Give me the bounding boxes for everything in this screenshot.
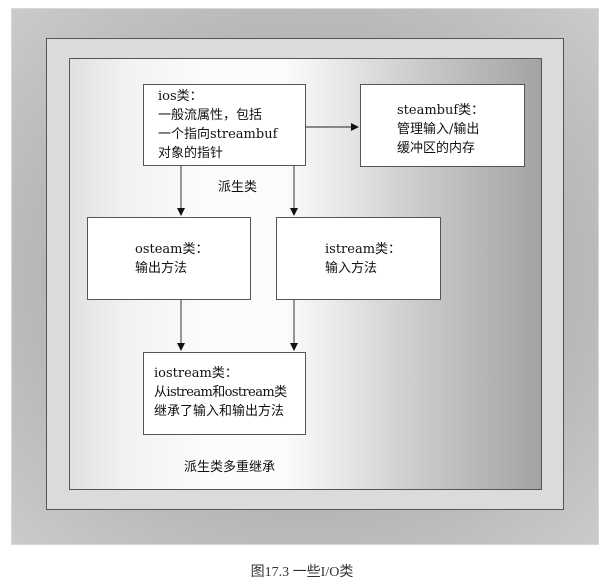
ios-box-title: ios类： (158, 89, 203, 104)
ostream-box-line: 输出方法 (135, 261, 188, 276)
ios-box-line: 一般流属性，包括 (158, 108, 263, 123)
ostream-class-box: osteam类： 输出方法 (87, 217, 251, 300)
streambuf-box-title: steambuf类： (397, 103, 485, 118)
streambuf-box-line: 管理输入/输出 (397, 122, 480, 137)
ios-class-box: ios类： 一般流属性，包括 一个指向streambuf 对象的指针 (143, 84, 306, 166)
iostream-box-line: 从istream和ostream类 (154, 385, 287, 400)
istream-class-box: istream类： 输入方法 (276, 217, 441, 300)
iostream-class-box: iostream类： 从istream和ostream类 继承了输入和输出方法 (143, 352, 306, 435)
streambuf-box-line: 缓冲区的内存 (397, 141, 476, 156)
ios-box-line: 一个指向streambuf (158, 127, 278, 142)
ios-box-line: 对象的指针 (158, 146, 224, 161)
istream-box-line: 输入方法 (325, 261, 378, 276)
figure-caption: 图17.3 一些I/O类 (250, 565, 354, 580)
streambuf-class-box: steambuf类： 管理输入/输出 缓冲区的内存 (360, 84, 525, 167)
multiple-inheritance-label: 派生类多重继承 (184, 460, 276, 475)
ostream-box-title: osteam类： (135, 242, 209, 257)
derived-class-label: 派生类 (218, 180, 258, 195)
istream-box-title: istream类： (325, 242, 402, 257)
iostream-box-line: 继承了输入和输出方法 (154, 404, 285, 419)
iostream-box-title: iostream类： (154, 366, 238, 381)
